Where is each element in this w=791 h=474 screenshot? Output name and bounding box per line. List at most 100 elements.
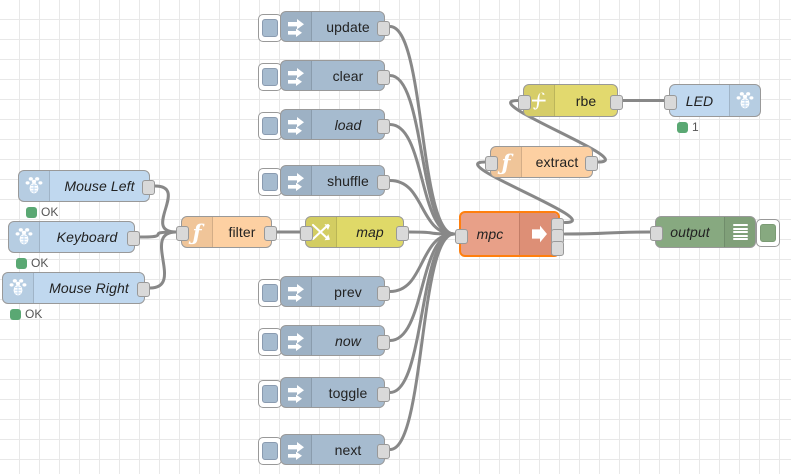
- node-label-toggle: toggle: [328, 384, 368, 401]
- raspberry-pi-icon: [8, 278, 28, 298]
- inject-arrow-icon: [285, 17, 307, 37]
- output-port-3[interactable]: [551, 240, 564, 256]
- node-icon-container: [281, 12, 312, 41]
- wire-now-to-mpc: [388, 232, 456, 342]
- status-text: OK: [41, 205, 59, 219]
- node-icon-container: [281, 166, 312, 195]
- inject-button-now[interactable]: [258, 327, 282, 356]
- node-label-filter: filter: [228, 224, 256, 240]
- node-prev[interactable]: prev: [280, 276, 390, 307]
- output-port-1[interactable]: [127, 231, 140, 246]
- shuffle-icon: [310, 222, 332, 242]
- node-icon-container: [724, 217, 755, 247]
- inject-arrow-icon: [285, 171, 307, 191]
- node-label-load: load: [334, 116, 362, 133]
- output-port-1[interactable]: [377, 386, 390, 402]
- output-port-1[interactable]: [377, 20, 390, 36]
- inject-button-prev[interactable]: [258, 278, 282, 307]
- node-icon-container: [19, 171, 50, 201]
- status-dot: [677, 121, 688, 133]
- node-label-clear: clear: [332, 67, 364, 84]
- input-port[interactable]: [176, 226, 189, 241]
- node-toggle[interactable]: toggle: [280, 377, 390, 408]
- raspberry-pi-icon: [24, 176, 44, 196]
- output-port-1[interactable]: [264, 226, 277, 241]
- node-shuffle[interactable]: shuffle: [280, 165, 390, 196]
- node-next[interactable]: next: [280, 434, 390, 465]
- node-rbe[interactable]: rbe: [518, 84, 623, 117]
- node-icon-container: [9, 222, 40, 252]
- debug-toggle-knob: [760, 224, 776, 242]
- node-label-output: output: [670, 224, 710, 240]
- inject-button-load[interactable]: [258, 111, 282, 140]
- node-output[interactable]: output: [650, 216, 756, 248]
- output-port-1[interactable]: [377, 174, 390, 190]
- output-port-1[interactable]: [610, 94, 623, 110]
- node-filter[interactable]: ƒ filter: [176, 216, 277, 248]
- status-text: OK: [31, 256, 49, 270]
- node-label-rbe: rbe: [575, 92, 597, 109]
- debug-lines-icon: [732, 224, 748, 240]
- inject-arrow-icon: [285, 383, 307, 403]
- node-label-keyboard: Keyboard: [56, 229, 118, 245]
- node-load[interactable]: load: [280, 109, 390, 140]
- node-icon-container: [281, 378, 312, 407]
- node-icon-container: [729, 85, 760, 116]
- node-led[interactable]: LED: [664, 84, 761, 117]
- node-map[interactable]: map: [300, 216, 409, 248]
- wire-mpc-to-output: [563, 230, 652, 236]
- input-port[interactable]: [664, 94, 677, 110]
- status-dot: [16, 257, 27, 269]
- node-clear[interactable]: clear: [280, 60, 390, 91]
- raspberry-pi-icon: [735, 91, 755, 111]
- input-port[interactable]: [485, 156, 498, 171]
- output-port-1[interactable]: [377, 118, 390, 134]
- step-function-icon: [529, 90, 549, 112]
- node-mouse-left[interactable]: Mouse Left: [18, 170, 155, 202]
- function-icon: ƒ: [192, 219, 202, 245]
- node-label-mouse-left: Mouse Left: [64, 178, 135, 194]
- wire-clear-to-mpc: [388, 74, 456, 236]
- node-label-map: map: [356, 224, 384, 240]
- output-port-1[interactable]: [585, 156, 598, 171]
- node-mpc[interactable]: mpc: [455, 211, 564, 257]
- output-port-1[interactable]: [377, 69, 390, 85]
- inject-button-next[interactable]: [258, 436, 282, 465]
- inject-button-knob: [262, 332, 278, 351]
- output-port-1[interactable]: [137, 282, 150, 297]
- inject-arrow-icon: [285, 282, 307, 302]
- inject-button-knob: [262, 172, 278, 191]
- node-icon-container: [281, 110, 312, 139]
- node-icon-container: [281, 435, 312, 464]
- inject-button-clear[interactable]: [258, 62, 282, 91]
- output-port-1[interactable]: [396, 226, 409, 241]
- output-port-1[interactable]: [377, 443, 390, 459]
- output-port-1[interactable]: [142, 180, 155, 195]
- node-status-mouse-left: OK: [26, 205, 58, 219]
- output-port-1[interactable]: [377, 334, 390, 350]
- inject-button-shuffle[interactable]: [258, 167, 282, 196]
- node-keyboard[interactable]: Keyboard: [8, 221, 140, 253]
- inject-button-toggle[interactable]: [258, 379, 282, 408]
- node-icon-container: [281, 277, 312, 306]
- inject-button-knob: [262, 283, 278, 302]
- node-label-shuffle: shuffle: [327, 172, 369, 189]
- inject-button-knob: [262, 116, 278, 135]
- wire-map-to-mpc: [407, 230, 456, 236]
- node-icon-container: [3, 273, 34, 303]
- debug-toggle-button[interactable]: [756, 219, 780, 247]
- inject-button-update[interactable]: [258, 13, 282, 42]
- output-port-1[interactable]: [377, 285, 390, 301]
- input-port[interactable]: [300, 226, 313, 241]
- input-port[interactable]: [650, 226, 663, 241]
- wire-keyboard-to-filter: [138, 230, 178, 239]
- function-icon: ƒ: [501, 149, 511, 175]
- input-port[interactable]: [455, 229, 468, 244]
- node-status-led: 1: [677, 120, 699, 134]
- node-mouse-right[interactable]: Mouse Right: [2, 272, 150, 304]
- input-port[interactable]: [518, 94, 531, 110]
- node-update[interactable]: update: [280, 11, 390, 42]
- node-now[interactable]: now: [280, 325, 390, 356]
